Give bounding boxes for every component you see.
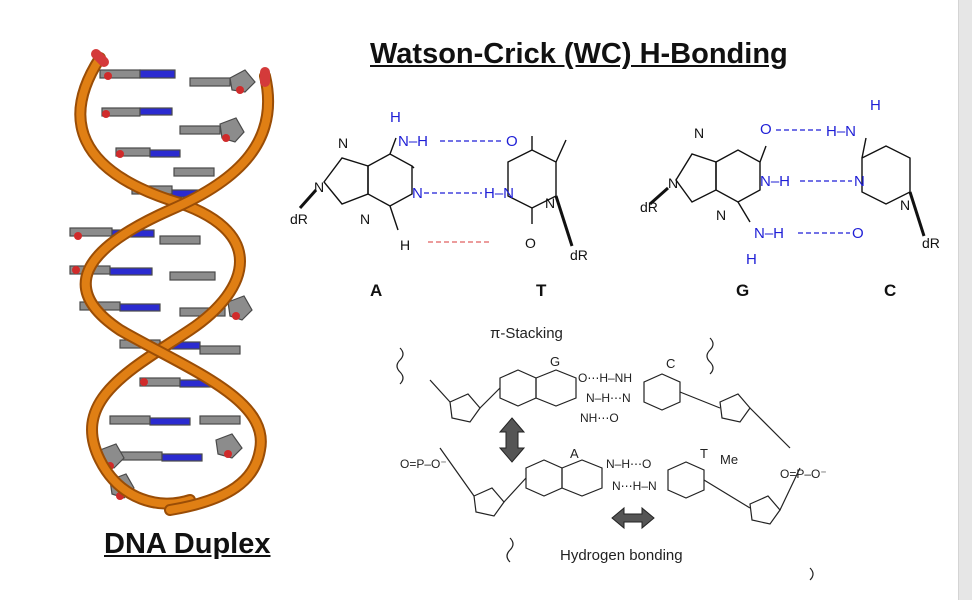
gc-c-ring-n1: N bbox=[900, 197, 910, 213]
gc-c-hn: H–N bbox=[826, 123, 856, 140]
gc-c-o: O bbox=[852, 225, 864, 242]
stacking-hbond-figure: π-Stacking Hydrogen bonding bbox=[396, 325, 827, 581]
phosphate-right: O=P–O⁻ bbox=[780, 467, 827, 481]
at-bot-bond: N⋯H–N bbox=[612, 479, 657, 493]
phosphate-left: O=P–O⁻ bbox=[400, 457, 447, 471]
slide-title: Watson-Crick (WC) H-Bonding bbox=[370, 38, 788, 70]
at-label-a: A bbox=[370, 281, 382, 300]
gc-label-g: G bbox=[736, 281, 749, 300]
at-hbonds bbox=[424, 140, 504, 194]
dna-duplex-caption: DNA Duplex bbox=[104, 528, 271, 560]
guanine-skeleton bbox=[649, 145, 767, 223]
at-t-ring-n: N bbox=[545, 195, 555, 211]
at-base-pair-structure: N N N dR H O dR N H N–H N H–N O A T bbox=[290, 109, 588, 300]
base-slab-row bbox=[109, 415, 241, 426]
at-label-t: T bbox=[536, 281, 547, 300]
gc-c-n: N bbox=[854, 173, 865, 190]
gc-base-pair-structure: N N N dR N dR O H–N H N–H N N–H O H G C bbox=[640, 97, 940, 300]
gc-c-h-top: H bbox=[870, 97, 881, 114]
at-dr-left: dR bbox=[290, 211, 308, 227]
stack-label-g: G bbox=[550, 354, 560, 369]
pi-stacking-label: π-Stacking bbox=[490, 325, 563, 342]
at-n1-label: N bbox=[412, 185, 423, 202]
gc-ring-n7: N bbox=[694, 125, 704, 141]
at-ch-h: H bbox=[400, 237, 410, 253]
backbone-strands bbox=[74, 49, 275, 516]
gc-hbonds bbox=[776, 129, 852, 234]
base-slab-row bbox=[115, 147, 215, 177]
gc-g-nh2: N–H bbox=[754, 225, 784, 242]
gc-bot-bond: NH⋯O bbox=[580, 411, 619, 425]
base-slab-row bbox=[99, 69, 256, 93]
backbone-strand-1 bbox=[74, 52, 246, 510]
hbond-arrow bbox=[611, 506, 655, 530]
gc-label-c: C bbox=[884, 281, 896, 300]
thymine-skeleton bbox=[507, 136, 574, 247]
stack-label-me: Me bbox=[720, 452, 738, 467]
base-slab-row bbox=[119, 433, 243, 462]
at-ring-n9-label: N bbox=[314, 179, 324, 195]
stack-label-t: T bbox=[700, 446, 708, 461]
gc-ring-n3: N bbox=[716, 207, 726, 223]
at-t-o-bottom: O bbox=[525, 235, 536, 251]
scrollbar-track[interactable] bbox=[958, 0, 972, 600]
gc-g-h-bottom: H bbox=[746, 251, 757, 268]
at-ring-n-label: N bbox=[338, 135, 348, 151]
gc-top-bond: O⋯H–NH bbox=[578, 371, 632, 385]
at-t-hn: H–N bbox=[484, 185, 514, 202]
at-ring-n3-label: N bbox=[360, 211, 370, 227]
at-amine-h: H bbox=[390, 109, 401, 126]
hydrogen-bonding-label: Hydrogen bonding bbox=[560, 547, 683, 564]
cytosine-skeleton bbox=[861, 137, 926, 237]
gc-mid-bond: N–H⋯N bbox=[586, 391, 631, 405]
dna-duplex-illustration bbox=[69, 49, 275, 516]
at-dr-right: dR bbox=[570, 247, 588, 263]
stacking-skeleton bbox=[396, 337, 814, 581]
gc-dr-left: dR bbox=[640, 199, 658, 215]
stacking-arrow bbox=[498, 417, 526, 463]
gc-g-o: O bbox=[760, 121, 772, 138]
gc-ring-n9: N bbox=[668, 175, 678, 191]
adenine-skeleton bbox=[298, 137, 415, 231]
at-amine-nh: N–H bbox=[398, 133, 428, 150]
stack-label-c: C bbox=[666, 356, 675, 371]
stack-label-a: A bbox=[570, 446, 579, 461]
gc-dr-right: dR bbox=[922, 235, 940, 251]
gc-g-nh: N–H bbox=[760, 173, 790, 190]
at-top-bond: N–H⋯O bbox=[606, 457, 651, 471]
at-t-o-top: O bbox=[506, 133, 518, 150]
